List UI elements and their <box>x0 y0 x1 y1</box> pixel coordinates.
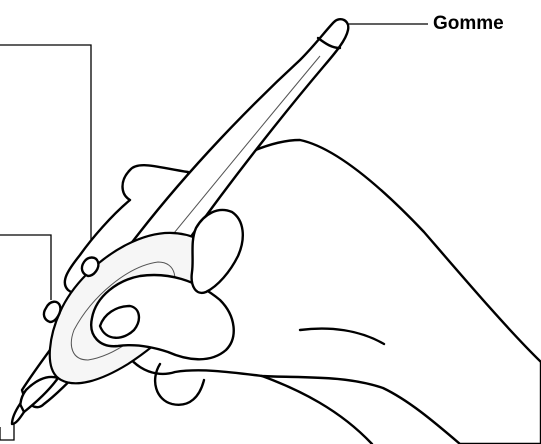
side-button-upper-leader <box>0 45 91 258</box>
side-button-lower-leader <box>0 235 51 300</box>
side-button-upper <box>82 258 98 277</box>
wrist-line <box>262 376 372 444</box>
pen-tip <box>12 404 24 424</box>
eraser-label: Gomme <box>433 13 504 35</box>
